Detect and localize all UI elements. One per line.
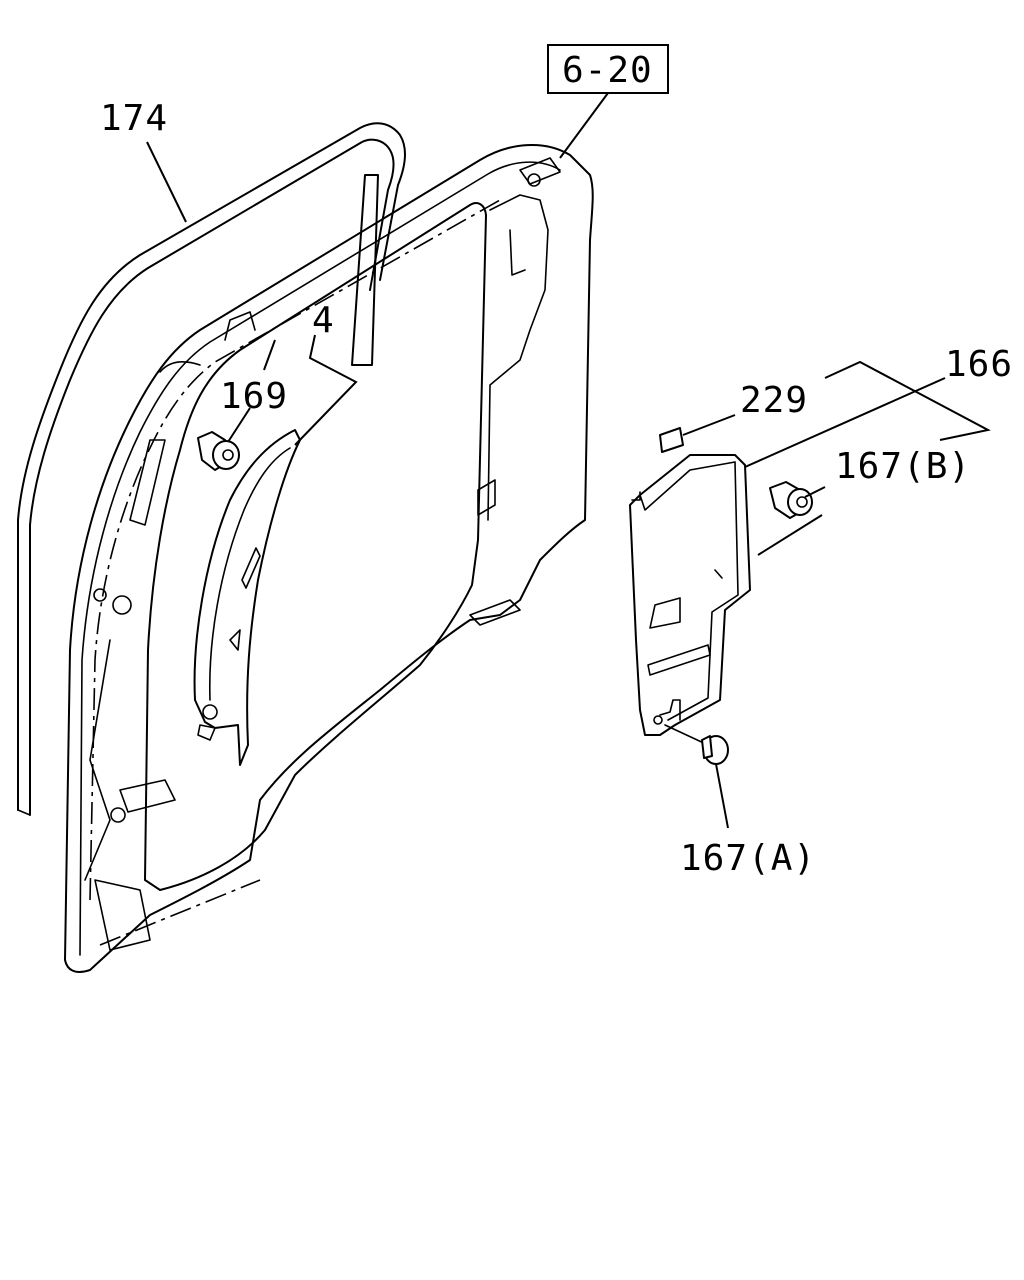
group-bracket [824, 360, 991, 441]
clip-167b [769, 481, 813, 519]
reference-label: 6-20 [562, 50, 653, 91]
door-panel [64, 144, 594, 973]
callout-167a: 167(A) [680, 838, 816, 879]
cover-leader [744, 377, 946, 468]
callout-174: 174 [100, 98, 168, 139]
door-seal [17, 122, 406, 816]
callout-169: 169 [220, 376, 288, 417]
seal-leader [146, 141, 187, 223]
reference-leader [559, 92, 609, 159]
clip-167a [664, 724, 729, 765]
callout-167b: 167(B) [835, 446, 971, 487]
pad-leader [682, 414, 736, 436]
callout-229: 229 [740, 380, 808, 421]
pillar-trim [193, 429, 301, 766]
pad-229 [659, 427, 684, 453]
clip-167b-bracket [757, 514, 823, 556]
clip-167b-leader [804, 486, 826, 498]
cover-trim [629, 454, 751, 736]
clip-169 [197, 431, 240, 471]
callout-4: 4 [312, 300, 335, 341]
reference-box[interactable]: 6-20 [547, 44, 669, 94]
callout-166: 166 [945, 344, 1013, 385]
clip-167a-leader [715, 763, 729, 829]
trim-leader [263, 334, 358, 446]
clip-169-leader [227, 407, 251, 443]
